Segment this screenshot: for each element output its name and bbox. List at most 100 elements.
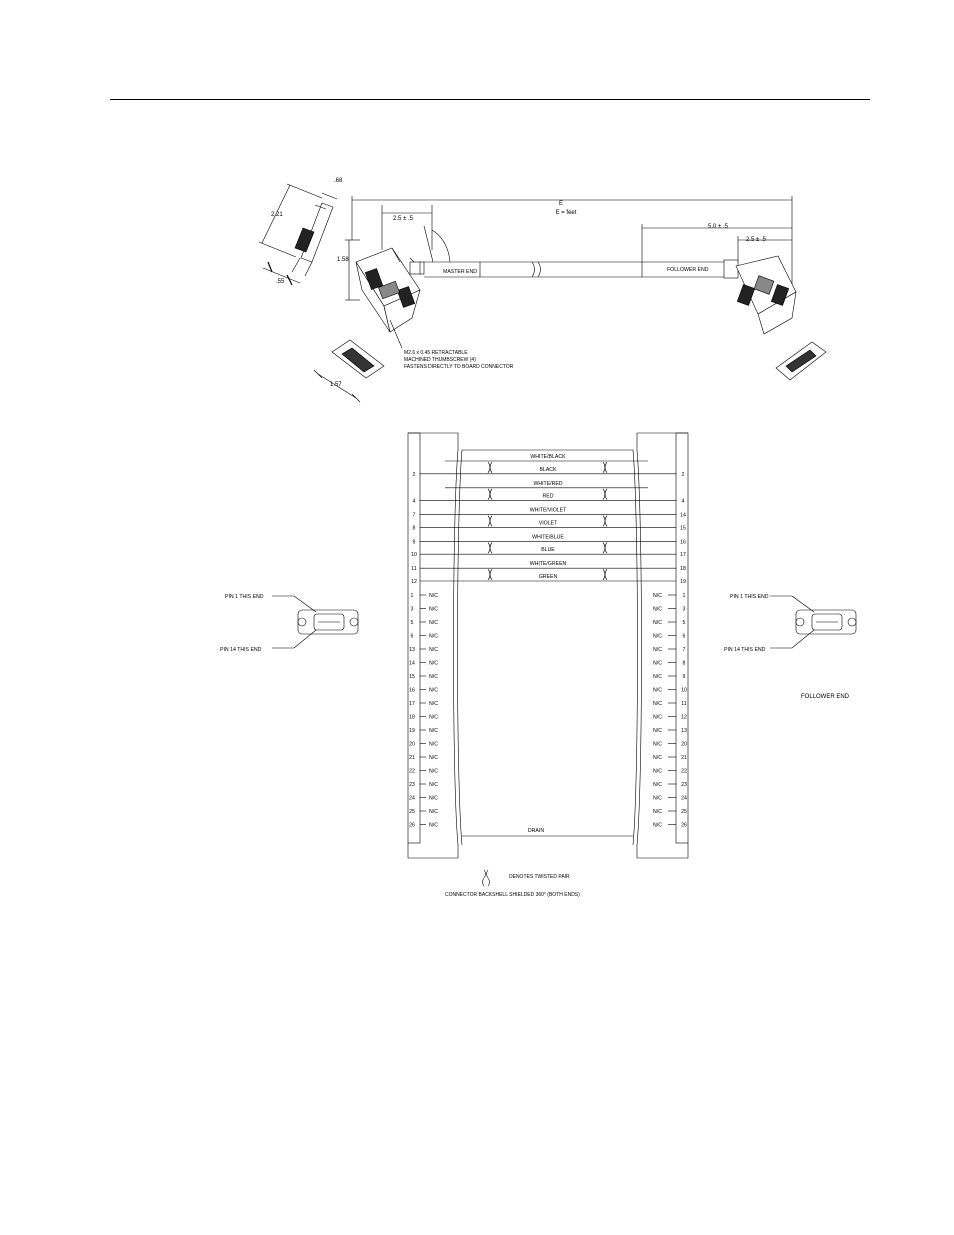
nc-right-label-12: N/C	[653, 755, 662, 761]
nc-right-label-8: N/C	[653, 701, 662, 707]
nc-left-pin-13: 22	[409, 769, 415, 775]
nc-left-pin-17: 26	[409, 823, 415, 829]
wire-label-top-1: WHITE/RED	[533, 481, 562, 487]
twist-left-1-b	[489, 488, 493, 500]
nc-right-pin-11: 20	[681, 742, 687, 748]
nc-right-pin-6: 9	[683, 674, 686, 680]
dim-e: E	[559, 201, 563, 207]
nc-right-pin-7: 10	[681, 688, 687, 694]
master-face-connector	[313, 339, 385, 403]
twist-left-4-b	[489, 569, 493, 581]
dim-221: 2.21	[271, 212, 283, 218]
nc-right-pin-1: 3	[683, 607, 686, 613]
side-view-connector	[291, 202, 334, 277]
left-pin-top-2: 7	[413, 513, 416, 519]
nc-right-pin-5: 8	[683, 661, 686, 667]
dim-157: 1.57	[330, 382, 342, 388]
nc-right-pin-15: 24	[681, 796, 687, 802]
nc-right-pin-2: 5	[683, 620, 686, 626]
left-board-connector	[272, 595, 359, 649]
nc-right-label-4: N/C	[653, 647, 662, 653]
left-pin-bottom-2: 8	[413, 525, 416, 531]
top-assembly-drawing	[258, 183, 827, 403]
right-pin-bottom-4: 19	[680, 579, 686, 585]
nc-right-pin-13: 22	[681, 769, 687, 775]
thumbscrew-note-1: M2.6 x 0.45 RETRACTABLE	[404, 350, 468, 356]
dim-158: 1.58	[337, 257, 349, 263]
nc-left-label-10: N/C	[429, 728, 438, 734]
nc-left-label-9: N/C	[429, 715, 438, 721]
nc-left-label-1: N/C	[429, 607, 438, 613]
cable-body	[424, 261, 726, 278]
dim-follower-25: 2.5 ± .5	[746, 237, 767, 243]
nc-left-label-4: N/C	[429, 647, 438, 653]
twist-left-0-b	[489, 461, 493, 473]
wire-label-top-2: WHITE/VIOLET	[530, 508, 567, 514]
nc-right-label-14: N/C	[653, 782, 662, 788]
nc-left-label-3: N/C	[429, 634, 438, 640]
right-pin-top-4: 18	[680, 566, 686, 572]
twist-right-0-b	[604, 461, 608, 473]
nc-left-pin-5: 14	[409, 661, 415, 667]
nc-left-label-5: N/C	[429, 661, 438, 667]
label-master-end: MASTER END	[443, 269, 477, 275]
wire-label-top-3: WHITE/BLUE	[532, 534, 564, 540]
nc-left-label-15: N/C	[429, 796, 438, 802]
twist-left-2-b	[489, 515, 493, 527]
nc-right-pin-9: 12	[681, 715, 687, 721]
nc-left-pin-7: 16	[409, 688, 415, 694]
nc-left-label-14: N/C	[429, 782, 438, 788]
nc-left-pin-8: 17	[409, 701, 415, 707]
nc-left-label-17: N/C	[429, 823, 438, 829]
nc-left-pin-16: 25	[409, 809, 415, 815]
nc-left-label-12: N/C	[429, 755, 438, 761]
legend-text: DENOTES TWISTED PAIR	[509, 874, 570, 880]
nc-right-label-1: N/C	[653, 607, 662, 613]
nc-left-pin-15: 24	[409, 796, 415, 802]
nc-right-label-9: N/C	[653, 715, 662, 721]
wiring-schematic	[407, 432, 689, 859]
left-pin-bottom-3: 10	[411, 552, 417, 558]
dim-e-formula: E = feet	[556, 210, 577, 216]
nc-right-label-16: N/C	[653, 809, 662, 815]
dim-55: .55	[276, 279, 285, 285]
nc-left-pin-0: 1	[411, 593, 414, 599]
nc-left-pin-6: 15	[409, 674, 415, 680]
left-pin1-label: PIN 1 THIS END	[225, 594, 264, 600]
left-pin-top-4: 11	[411, 566, 416, 572]
wire-label-bottom-3: BLUE	[541, 547, 555, 553]
twist-left-3-b	[489, 542, 493, 554]
wire-label-top-0: WHITE/BLACK	[530, 454, 566, 460]
twist-right-2-b	[604, 515, 608, 527]
left-pin-bottom-4: 12	[411, 579, 417, 585]
right-pin-top-2: 14	[680, 513, 686, 519]
nc-right-pin-10: 13	[681, 728, 687, 734]
nc-right-pin-0: 1	[683, 593, 686, 599]
twist-right-3-b	[604, 542, 608, 554]
twist-right-4-b	[604, 569, 608, 581]
nc-left-pin-1: 3	[411, 607, 414, 613]
nc-right-label-6: N/C	[653, 674, 662, 680]
left-pin-top-3: 9	[413, 539, 416, 545]
nc-right-pin-12: 21	[681, 755, 687, 761]
right-pin14-label: PIN 14 THIS END	[724, 647, 766, 653]
nc-right-label-15: N/C	[653, 796, 662, 802]
nc-left-label-2: N/C	[429, 620, 438, 626]
dim-follower-50: 5.0 ± .5	[708, 224, 729, 230]
twist-right-1-b	[604, 488, 608, 500]
nc-right-pin-17: 26	[681, 823, 687, 829]
wire-label-bottom-2: VIOLET	[539, 520, 558, 526]
nc-right-pin-3: 6	[683, 634, 686, 640]
nc-left-label-16: N/C	[429, 809, 438, 815]
nc-right-label-11: N/C	[653, 742, 662, 748]
dim-master-25: 2.5 ± .5	[393, 216, 414, 222]
nc-left-label-0: N/C	[429, 593, 438, 599]
wire-label-bottom-4: GREEN	[539, 574, 558, 580]
right-pin-bottom-0: 2	[682, 472, 685, 478]
drain-label: DRAIN	[528, 828, 544, 834]
right-pin1-label: PIN 1 THIS END	[730, 594, 769, 600]
nc-right-pin-16: 25	[681, 809, 687, 815]
thumbscrew-note-2: MACHINED THUMBSCREW (4)	[404, 357, 476, 363]
